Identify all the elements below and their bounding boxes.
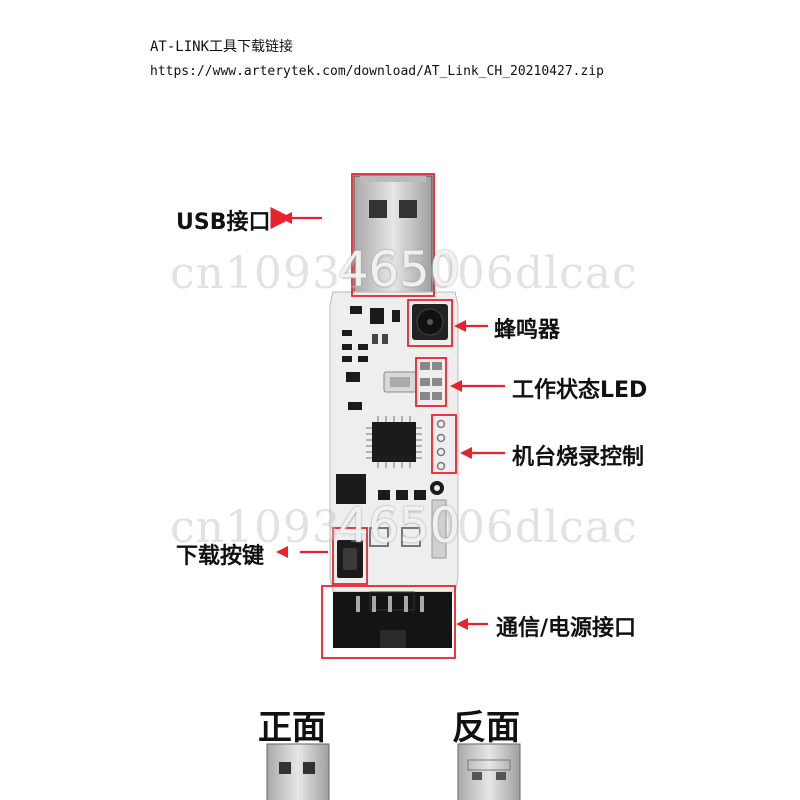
watermark-bottom: cn1093465006dlcac [170, 502, 638, 553]
watermark-bottom-overlay: 4650 [338, 498, 461, 554]
label-usb-port: USB接口 [176, 210, 271, 235]
label-machine-control: 机台烧录控制 [512, 445, 645, 470]
back-usb-preview [457, 743, 521, 800]
label-back-view: 反面 [452, 708, 520, 748]
download-link-title: AT-LINK工具下载链接 [150, 39, 294, 55]
label-buzzer: 蜂鸣器 [494, 318, 561, 343]
usb-connector [353, 175, 433, 295]
label-download-button: 下载按键 [176, 544, 265, 569]
label-status-led: 工作状态LED [512, 378, 648, 403]
arrow-heads [276, 212, 472, 630]
callout-arrows [270, 207, 505, 626]
watermark-top: cn1093465006dlcac [170, 248, 638, 299]
front-usb-preview [266, 743, 330, 800]
label-front-view: 正面 [258, 708, 326, 748]
download-link-url[interactable]: https://www.arterytek.com/download/AT_Li… [150, 64, 604, 79]
pcb-board [329, 291, 459, 648]
watermark-top-overlay: 4650 [338, 242, 461, 298]
label-comm-power-port: 通信/电源接口 [496, 616, 637, 641]
callout-boxes [321, 173, 457, 659]
